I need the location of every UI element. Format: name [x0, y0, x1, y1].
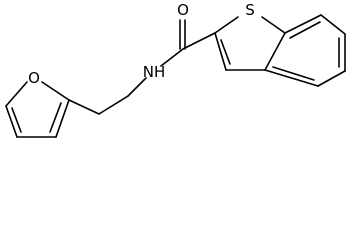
bond-c5-c4	[317, 70, 346, 87]
bond-c2-c3-inner	[220, 39, 231, 65]
bond-furan-o-c5	[5, 81, 28, 107]
bond-carbonyl-to-nitrogen	[160, 48, 184, 67]
bond-ch2-to-furan	[68, 99, 100, 115]
bond-c2-c3	[214, 32, 227, 71]
bond-c7a-c7	[284, 14, 322, 34]
atom-labels: O S NH O	[28, 1, 255, 87]
bond-furan-c5-c4-inner	[11, 107, 22, 133]
bond-lines	[5, 14, 346, 138]
bond-s-c7a	[261, 16, 286, 34]
bond-furan-c2-o	[41, 81, 70, 101]
atom-oxygen-carbonyl: O	[177, 1, 189, 19]
bond-furan-c5-c4	[5, 105, 18, 138]
bond-nitrogen-to-ch2	[127, 77, 147, 97]
bond-furan-c3-c2	[55, 99, 70, 138]
bond-c2-s	[214, 16, 239, 34]
bond-c7-c6	[320, 14, 346, 35]
bond-c4-c3a-inner	[272, 66, 315, 81]
bond-furan-c3-c2-inner	[49, 102, 62, 133]
bond-carbonyl-to-thiophene	[182, 32, 216, 50]
bond-c7-c7-inner	[289, 21, 321, 39]
bond-c3a-c7a	[264, 32, 286, 71]
atom-nitrogen-amide: NH	[143, 63, 166, 81]
bond-c4-c3a	[264, 69, 319, 87]
atom-oxygen-furan: O	[28, 69, 40, 87]
atom-sulfur: S	[245, 1, 255, 19]
bond-ch2-to-ch2	[98, 95, 129, 115]
chemical-structure: O S NH O	[5, 1, 346, 138]
